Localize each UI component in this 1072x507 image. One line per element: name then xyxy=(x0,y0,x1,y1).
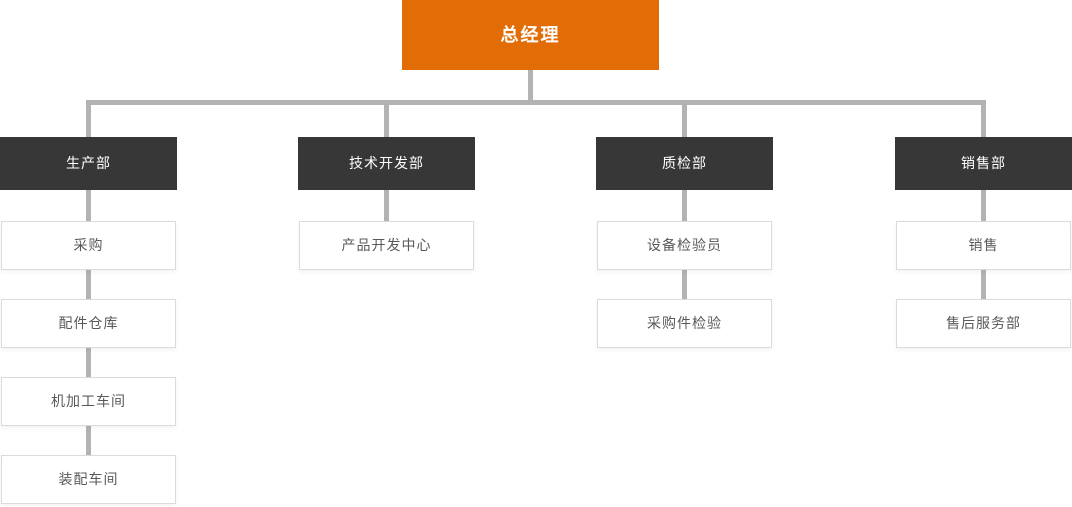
org-node-child[interactable]: 装配车间 xyxy=(1,455,176,504)
connector-stub xyxy=(86,270,91,299)
org-node-child[interactable]: 采购件检验 xyxy=(597,299,772,348)
org-node-child[interactable]: 销售 xyxy=(896,221,1071,270)
connector-stub xyxy=(981,190,986,221)
org-node-dept-production[interactable]: 生产部 xyxy=(0,137,177,190)
connector-drop-qc xyxy=(682,100,687,137)
connector-stub xyxy=(86,190,91,221)
org-node-child[interactable]: 售后服务部 xyxy=(896,299,1071,348)
connector-drop-tech xyxy=(384,100,389,137)
org-node-root[interactable]: 总经理 xyxy=(402,0,659,70)
connector-stub xyxy=(682,270,687,299)
connector-stub xyxy=(682,190,687,221)
connector-stub xyxy=(981,270,986,299)
connector-drop-sales xyxy=(981,100,986,137)
org-node-dept-sales[interactable]: 销售部 xyxy=(895,137,1072,190)
connector-stub xyxy=(86,348,91,377)
connector-stub xyxy=(384,190,389,221)
org-node-dept-qc[interactable]: 质检部 xyxy=(596,137,773,190)
connector-horizontal-line xyxy=(86,100,986,105)
org-node-child[interactable]: 设备检验员 xyxy=(597,221,772,270)
org-node-child[interactable]: 采购 xyxy=(1,221,176,270)
org-node-child[interactable]: 产品开发中心 xyxy=(299,221,474,270)
connector-drop-production xyxy=(86,100,91,137)
connector-stub xyxy=(86,426,91,455)
org-node-child[interactable]: 配件仓库 xyxy=(1,299,176,348)
connector-root-stub xyxy=(528,70,533,102)
org-node-child[interactable]: 机加工车间 xyxy=(1,377,176,426)
org-node-dept-tech[interactable]: 技术开发部 xyxy=(298,137,475,190)
